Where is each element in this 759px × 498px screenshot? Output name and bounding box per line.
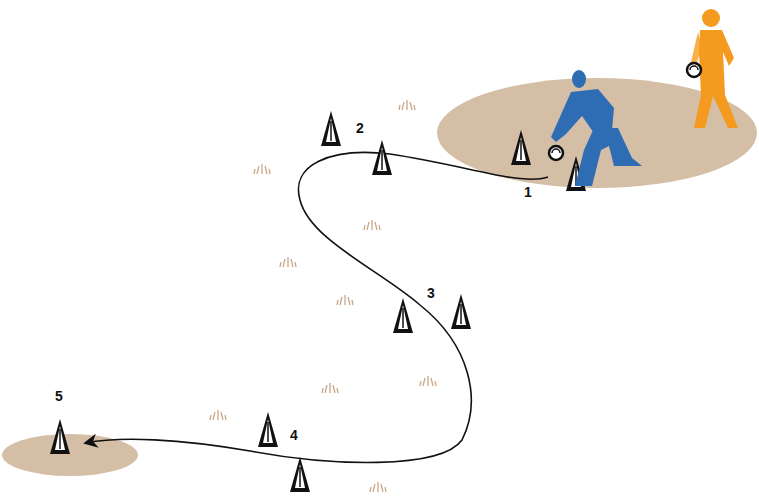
ball — [687, 63, 701, 77]
callout-number: 5 — [55, 389, 63, 403]
cone — [50, 419, 70, 454]
callout-number: 4 — [290, 428, 298, 442]
callout-number: 3 — [427, 286, 435, 300]
cone — [321, 111, 341, 146]
player-head — [572, 70, 586, 88]
ball — [549, 146, 563, 160]
blue-player — [551, 70, 642, 186]
grass-tuft — [280, 257, 296, 267]
grass-tuft — [370, 482, 386, 492]
grass-tuft — [210, 410, 226, 420]
cone — [372, 140, 392, 175]
dribble-path — [86, 153, 548, 463]
callout-number: 2 — [356, 121, 364, 135]
orange-player — [690, 9, 738, 128]
callout-number: 1 — [524, 185, 532, 199]
cone — [393, 298, 413, 333]
cone — [258, 412, 278, 447]
grass-tuft — [322, 383, 338, 393]
grass-tuft — [337, 295, 353, 305]
player-legs — [575, 128, 642, 186]
cones — [50, 111, 586, 492]
cone — [290, 457, 310, 492]
grass-tuft — [399, 100, 415, 110]
player-head — [702, 9, 720, 27]
cone — [511, 130, 531, 165]
grass-tuft — [420, 376, 436, 386]
grass-tuft — [364, 220, 380, 230]
grass-tuft — [254, 164, 270, 174]
cone — [451, 294, 471, 329]
player-body — [694, 30, 738, 128]
